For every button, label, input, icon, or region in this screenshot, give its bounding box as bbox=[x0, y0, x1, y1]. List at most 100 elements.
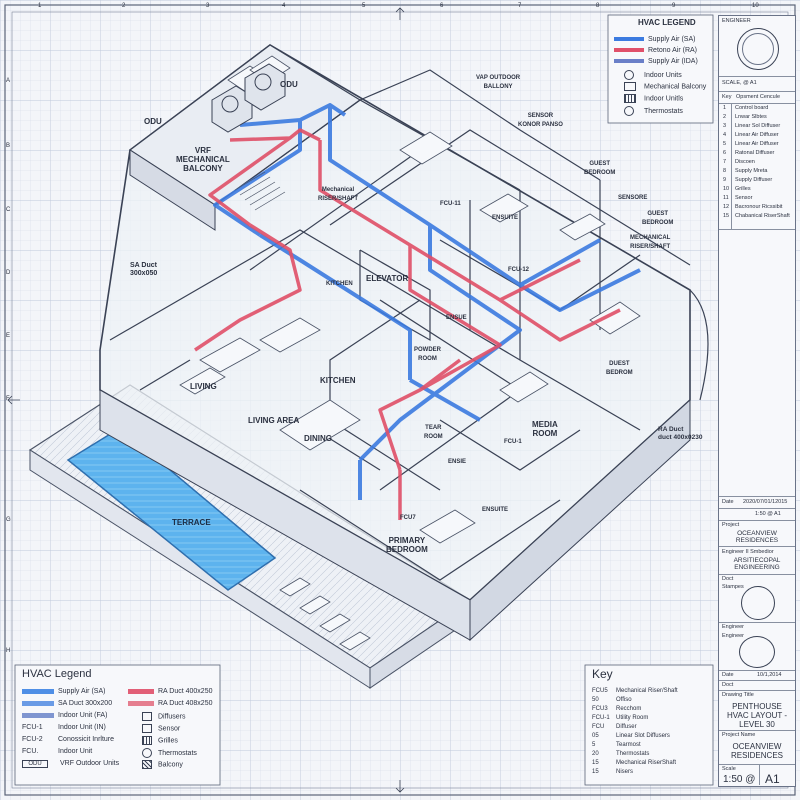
room-label-sensor: SENSOR KONOR PANSO bbox=[518, 113, 563, 128]
col-label: 1 bbox=[38, 3, 42, 9]
room-label-terrace: TERRACE bbox=[172, 518, 211, 527]
tb-key-text: Linear Air Diffuser bbox=[735, 132, 779, 138]
sa-duct-swatch bbox=[22, 700, 54, 706]
tb-key-text: Lnwar Slbtes bbox=[735, 114, 767, 120]
legend-item: Supply Air (IDA) bbox=[614, 58, 698, 65]
project-value: OCEANVIEW RESIDENCES bbox=[735, 530, 779, 544]
key-code: FCU bbox=[592, 724, 605, 730]
room-label-dining: DINING bbox=[304, 434, 332, 443]
room-label-sensore: SENSORE bbox=[618, 195, 648, 201]
legend-item: Diffusers bbox=[142, 712, 186, 721]
diffuser-icon bbox=[142, 712, 152, 721]
key-code: 15 bbox=[592, 769, 599, 775]
row-label: G bbox=[6, 517, 11, 523]
tb-key-text: Linear Sol Diffuser bbox=[735, 123, 781, 129]
room-label-mech-riser: Mechanical RISER/SHAFT bbox=[318, 187, 359, 202]
legend-item: Retono Air (RA) bbox=[614, 47, 697, 54]
legend-item: Sensor bbox=[142, 724, 180, 733]
legend-label: Thermostats bbox=[644, 107, 683, 115]
room-label-guest-bedroom: GUEST BEDROOM bbox=[642, 211, 674, 226]
legend-item: RA Duct 400x250 bbox=[128, 688, 212, 695]
sa-duct-annotation: SA Duct 300x050 bbox=[130, 262, 158, 277]
legend-label: Supply Air (IDA) bbox=[648, 58, 698, 65]
scale-label: Scale bbox=[722, 766, 736, 772]
tb-key-num: 9 bbox=[723, 177, 727, 183]
sensor-icon bbox=[142, 724, 152, 733]
doct-label: Doct bbox=[722, 682, 734, 688]
room-label-living-area: LIVING AREA bbox=[248, 416, 300, 425]
legend-label: Thermostats bbox=[158, 749, 197, 757]
date-label: Date bbox=[722, 499, 734, 505]
supply-swatch bbox=[614, 37, 644, 42]
engineer-stamp-seal bbox=[737, 28, 779, 70]
tb-key-text: Sensor bbox=[735, 195, 753, 201]
legend-label: Diffusers bbox=[158, 713, 186, 721]
legend-label: Retono Air (RA) bbox=[648, 47, 698, 54]
legend-item: Grilles bbox=[142, 736, 178, 745]
row-label: C bbox=[6, 207, 11, 213]
room-label-duest-bedroom: DUEST BEDROM bbox=[606, 361, 633, 376]
row-label: A bbox=[6, 78, 11, 84]
col-label: 7 bbox=[518, 3, 522, 9]
row-label: E bbox=[6, 333, 11, 339]
row-label: D bbox=[6, 270, 11, 276]
tb-key-text: Discoen bbox=[735, 159, 755, 165]
legend-label: Indoor Unit bbox=[58, 748, 93, 755]
key-code: FCU5 bbox=[592, 688, 608, 694]
tb-key-text: Bacronour Ricssibit bbox=[735, 204, 783, 210]
legend-item: Thermostats bbox=[142, 748, 197, 758]
room-label-outdoor-balcony: VAP OUTDOOR BALLONY bbox=[476, 75, 521, 90]
stamp-label: Stampes bbox=[722, 584, 744, 590]
return-swatch bbox=[614, 48, 644, 53]
key-label: Recchom bbox=[616, 706, 642, 712]
key-code: 5 bbox=[592, 742, 596, 748]
legend-label: Indoor Unit (FA) bbox=[58, 712, 108, 719]
legend-item: SA Duct 300x200 bbox=[22, 700, 112, 707]
legend-item: Mechanical Balcony bbox=[624, 82, 706, 91]
return-air-ducts bbox=[194, 128, 621, 520]
legend-item: Supply Air (SA) bbox=[614, 36, 695, 43]
engineer-label: Engineer bbox=[722, 624, 745, 630]
odu-units bbox=[211, 63, 286, 133]
grille-icon bbox=[142, 736, 152, 745]
legend-item: Indoor Unitls bbox=[624, 94, 683, 103]
legend-item: Supply Air (SA) bbox=[22, 688, 105, 695]
engineer-seal bbox=[739, 636, 775, 668]
odu-icon bbox=[624, 82, 636, 91]
room-label-living: LIVING bbox=[190, 382, 217, 391]
tb-key-num: 10 bbox=[723, 186, 730, 192]
legend-item: Indoor Unit (FA) bbox=[22, 712, 107, 719]
firm-value: ARSITIECOPAL ENGINEERING bbox=[733, 557, 781, 571]
legend-item: FCU.Indoor Unit bbox=[22, 748, 92, 755]
legend-code: ODU bbox=[22, 760, 48, 768]
tb-key-num: 1 bbox=[723, 105, 727, 111]
room-label-kitchen: KITCHEN bbox=[320, 376, 356, 385]
col-label: 3 bbox=[206, 3, 210, 9]
col-label: 10 bbox=[752, 3, 759, 9]
key-title: Key bbox=[592, 667, 613, 681]
swimming-pool bbox=[66, 427, 277, 591]
return-swatch bbox=[128, 688, 154, 694]
key-code: FCU-1 bbox=[592, 715, 610, 721]
project-label: Project bbox=[722, 522, 740, 528]
tb-key-text: Chabanical RiserShaft bbox=[735, 213, 790, 219]
tb-key-num: 2 bbox=[723, 114, 727, 120]
tb-key-num: 8 bbox=[723, 168, 727, 174]
tb-key-num: 11 bbox=[723, 195, 729, 201]
tb-key-text: Grilles bbox=[735, 186, 751, 192]
legend-label: Indoor Units bbox=[644, 71, 682, 79]
supply-ida-swatch bbox=[614, 59, 644, 64]
room-label-ensuite: ENSUITE bbox=[482, 507, 509, 513]
legend-label: Supply Air (SA) bbox=[58, 688, 106, 695]
room-label-ensue: ENSUE bbox=[446, 315, 467, 321]
sheet-number: A1 bbox=[765, 772, 780, 786]
scale-label: SCALE, @ A1 bbox=[722, 80, 757, 86]
hatch-icon bbox=[142, 760, 152, 769]
